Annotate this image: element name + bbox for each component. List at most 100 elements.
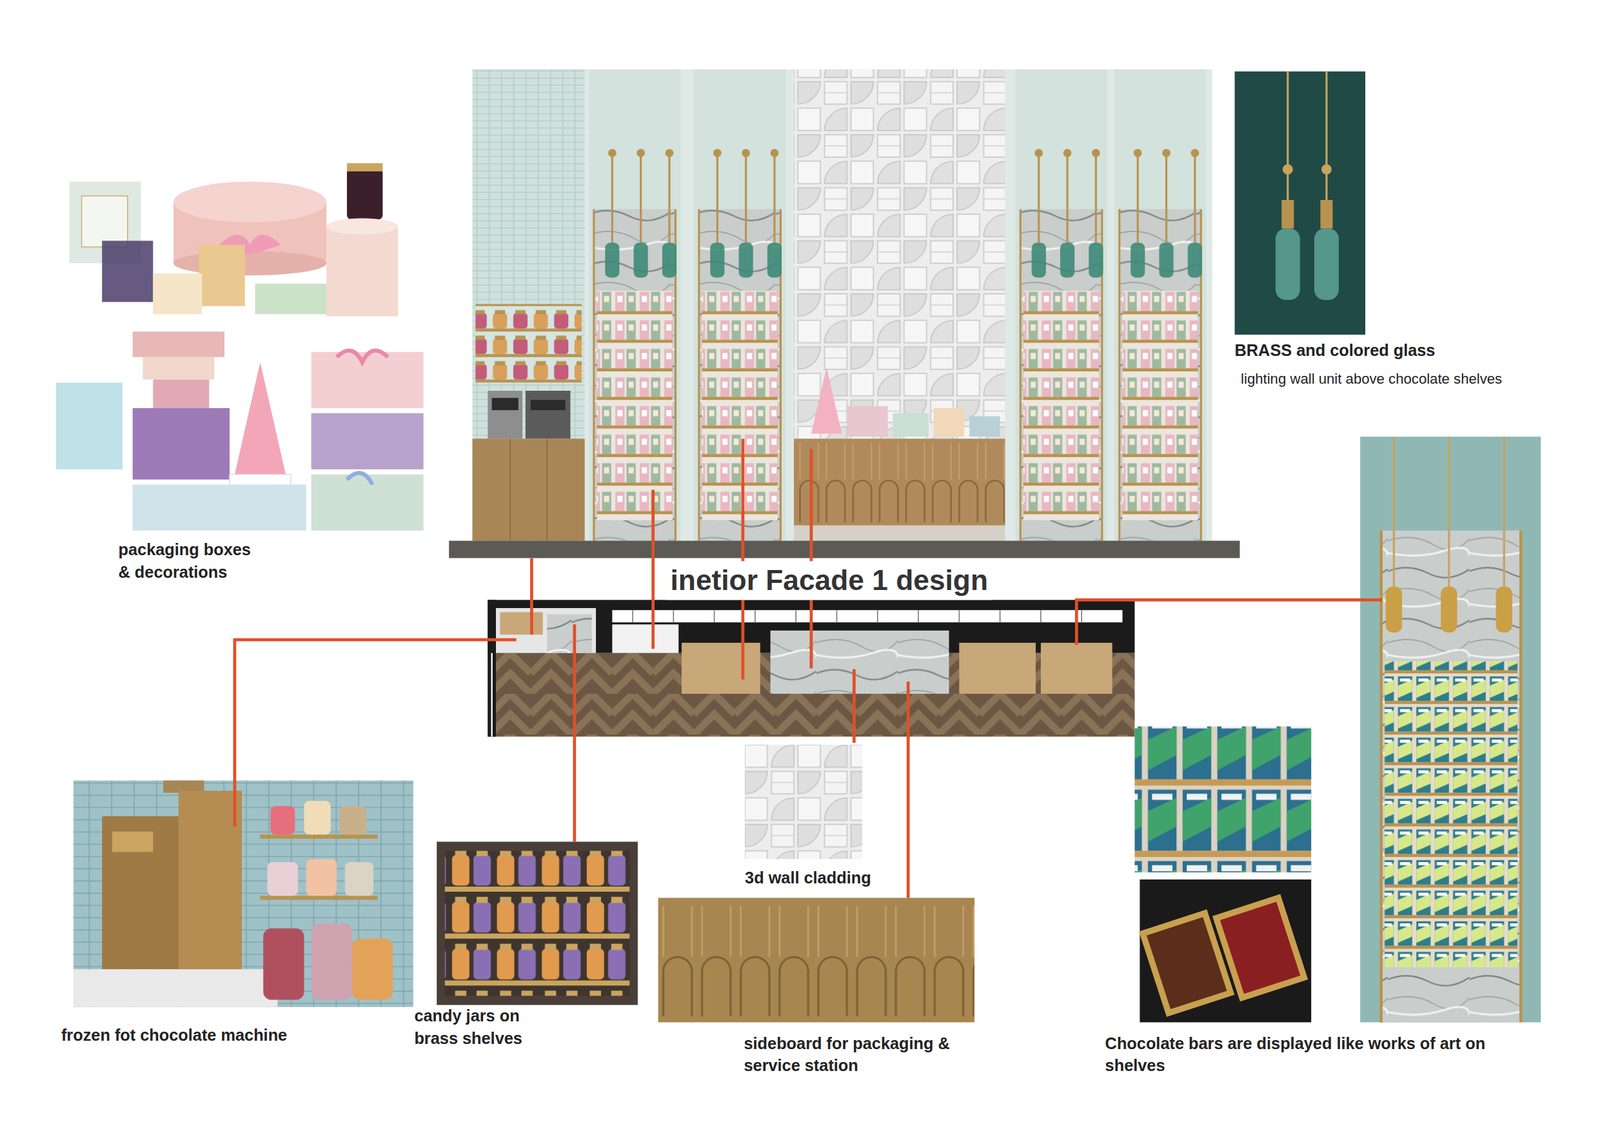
leader-lines-part [741, 438, 745, 680]
floor-plan-part [490, 653, 493, 738]
sideboard-sample-part [658, 897, 976, 1023]
lighting-photo-part [1275, 228, 1301, 300]
lighting-photo [1234, 71, 1366, 335]
caption-label: Chocolate bars are displayed like works … [1105, 1032, 1535, 1077]
packaging-photo-part [346, 472, 373, 485]
floor-plan-part [612, 610, 1123, 623]
leader-lines-part [1076, 599, 1383, 645]
frozen-machine-photo-part [339, 806, 367, 835]
elevation-drawing-part [472, 69, 585, 542]
lighting-photo-part [1325, 71, 1328, 220]
tall-shelf-photo [1360, 436, 1541, 1023]
packaging-photo-part [81, 196, 128, 247]
caption-label: candy jars on brass shelves [414, 1005, 542, 1050]
frozen-machine-photo-part [112, 831, 153, 853]
elevation-drawing-part [1015, 69, 1107, 542]
frozen-machine-photo-part [352, 938, 393, 1001]
frozen-machine-photo-part [178, 790, 242, 995]
floor-plan-part [770, 630, 950, 694]
elevation-drawing-part [969, 416, 1000, 438]
leader-lines-part [906, 681, 910, 898]
tall-shelf-photo-part [1392, 436, 1395, 587]
floor-plan-part [1040, 642, 1113, 694]
floor-plan-part [499, 612, 543, 635]
leader-lines [234, 438, 1383, 898]
tall-shelf-photo-part [1360, 436, 1541, 1023]
floor-plan-part [958, 642, 1036, 694]
packaging-photo-part [311, 413, 424, 470]
lighting-photo-part [1320, 199, 1333, 229]
floor-plan-part [495, 608, 596, 654]
chocolate-bar-photos-part [1212, 894, 1308, 1003]
tall-shelf-photo-part [1496, 586, 1513, 633]
packaging-photo-part [255, 283, 327, 315]
leader-lines-part [572, 624, 576, 842]
packaging-photo-part [132, 408, 230, 480]
frozen-machine-photo-part [311, 923, 353, 1001]
floor-plan-part [546, 614, 593, 654]
elevation-drawing-part [448, 541, 1240, 559]
packaging-photo-part [56, 382, 123, 469]
chocolate-bar-photos-part [1146, 917, 1227, 1010]
caption-label: 3d wall cladding [744, 867, 872, 890]
packaging-photo-part [311, 474, 424, 531]
frozen-machine-photo-part [304, 800, 331, 835]
frozen-machine-photo-part [73, 969, 278, 1008]
frozen-machine-photo [73, 780, 414, 1007]
caption-label: sideboard for packaging & service statio… [743, 1032, 970, 1077]
packaging-photo-part [311, 352, 424, 409]
caption-label: BRASS and colored glass [1234, 339, 1436, 362]
floor-plan-part [681, 642, 761, 694]
elevation-drawing-part [693, 69, 786, 542]
elevation-drawing-part [472, 438, 585, 541]
elevation-drawing-part [588, 69, 681, 542]
elevation-drawing-part [793, 525, 1006, 542]
elevation-drawing-part [892, 413, 929, 437]
lighting-photo-part [1234, 71, 1366, 335]
packaging-photo-part [336, 350, 388, 363]
elevation-drawing-part [492, 397, 519, 411]
packaging-photo-part [199, 245, 246, 307]
chocolate-bar-photos [1134, 726, 1312, 1023]
frozen-machine-photo-part [259, 895, 378, 900]
lighting-photo-part [1321, 164, 1332, 175]
packaging-photo-part [234, 362, 286, 475]
lighting-photo-part [1282, 164, 1294, 175]
candy-jars-photo-part [444, 851, 630, 997]
frozen-machine-photo-part [345, 862, 374, 896]
floor-plan-part [632, 610, 1082, 623]
elevation-drawing-part [793, 438, 1006, 525]
sideboard-sample [658, 897, 976, 1023]
title-text: inetior Facade 1 design [666, 561, 992, 600]
tall-shelf-photo-part [1385, 586, 1403, 633]
tall-shelf-photo-part [1379, 530, 1523, 1023]
floor-plan-part [487, 599, 496, 737]
elevation-drawing-part [487, 390, 523, 439]
elevation-drawing-part [811, 367, 842, 435]
lighting-photo-part [1314, 228, 1339, 300]
packaging-photo-part [326, 226, 398, 317]
floor-plan-part [612, 624, 679, 653]
chocolate-bar-photos-part [1220, 902, 1301, 995]
leader-lines-part [651, 489, 655, 649]
caption-label: packaging boxes & decorations [118, 538, 262, 583]
elevation-drawing-part [933, 408, 965, 437]
packaging-photo-part [346, 168, 383, 220]
packaging-photo-part [143, 357, 215, 380]
packaging-photo-part [101, 240, 153, 302]
elevation-drawing-part [793, 69, 1006, 440]
frozen-machine-photo-part [267, 862, 298, 896]
packaging-photo-part [173, 181, 327, 223]
packaging-photo [56, 163, 424, 531]
leader-lines-part [234, 639, 517, 827]
wall-cladding-sample-part [744, 744, 863, 860]
elevation-drawing-part [1114, 69, 1206, 542]
packaging-photo-part [132, 484, 307, 531]
tall-shelf-photo-part [1503, 436, 1506, 587]
frozen-machine-photo-part [101, 816, 184, 970]
elevation-drawing-part [846, 406, 888, 437]
lighting-photo-part [1286, 71, 1289, 220]
packaging-photo-part [346, 163, 383, 172]
chocolate-bar-photos-part [1134, 726, 1312, 873]
